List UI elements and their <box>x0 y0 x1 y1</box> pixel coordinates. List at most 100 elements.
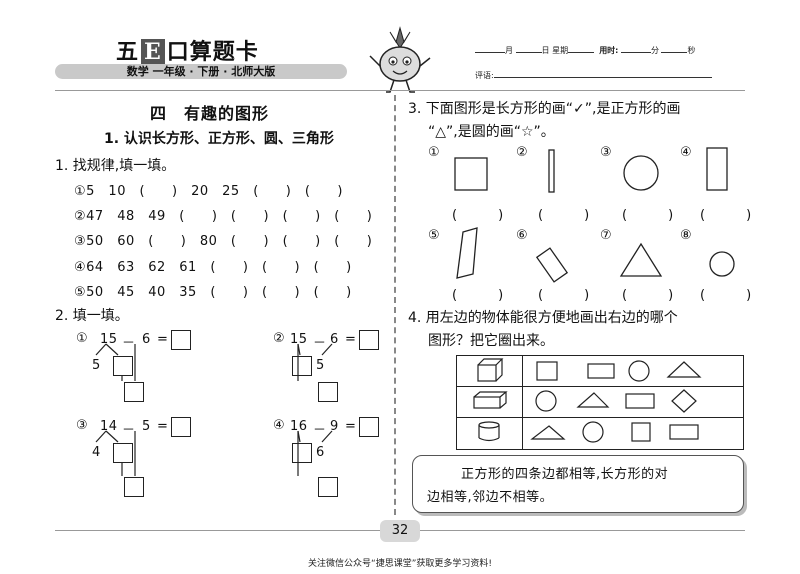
q2-p1-num: ① <box>76 331 89 346</box>
section-subtitle: 1. 认识长方形、正方形、圆、三角形 <box>104 131 334 147</box>
q2-p1-result-box[interactable] <box>124 382 144 402</box>
tip-line-2: 边相等,邻边不相等。 <box>427 490 554 505</box>
q3-shape-5-parallelogram <box>456 227 478 279</box>
q1-row-5[interactable]: ⑤50 45 40 35 ( ) ( ) ( ) <box>74 285 352 300</box>
q2-p1-a: 15 <box>100 332 118 347</box>
q4-r3-square <box>631 422 651 442</box>
title-e-badge: E <box>141 39 165 65</box>
eval-blank[interactable] <box>493 69 712 78</box>
q2-p3-a: 14 <box>100 419 118 434</box>
q2-p3-split-box[interactable] <box>113 443 133 463</box>
radish-mascot-icon <box>369 26 431 93</box>
q3-shape-2-thin-rect <box>548 149 555 193</box>
q2-p2-answer-box[interactable] <box>359 330 379 350</box>
q4-r2-rect <box>625 393 655 409</box>
q4-cuboid-icon <box>473 391 508 409</box>
q4-r1-square <box>536 361 558 381</box>
q3-label-8: ⑧ <box>680 228 693 243</box>
q3-label-2: ② <box>516 145 529 160</box>
tip-line-1: 正方形的四条边都相等,长方形的对 <box>461 467 669 482</box>
q2-p4-result-box[interactable] <box>318 477 338 497</box>
q4-table-shapes <box>473 358 702 443</box>
q3-shape-1-square <box>454 157 488 191</box>
q2-p2-hint: 5 <box>316 358 325 373</box>
q3-prompt-line2: “△”,是圆的画“☆”。 <box>428 124 555 140</box>
q2-p2-num: ② <box>273 331 286 346</box>
q3-blank-1[interactable]: ( ) <box>452 208 504 223</box>
minutes-blank[interactable] <box>620 44 651 53</box>
q3-label-6: ⑥ <box>516 228 529 243</box>
q2-p3-result-box[interactable] <box>124 477 144 497</box>
q4-r2-diamond <box>671 389 697 413</box>
q3-blank-7[interactable]: ( ) <box>622 288 674 303</box>
q3-label-1: ① <box>428 145 441 160</box>
q2-p4-b: 9 <box>330 419 339 434</box>
q4-r3-circle <box>582 421 604 443</box>
q3-blank-8[interactable]: ( ) <box>700 288 752 303</box>
q3-blank-6[interactable]: ( ) <box>538 288 590 303</box>
q3-blank-4[interactable]: ( ) <box>700 208 752 223</box>
q2-p2-eq: = <box>345 332 357 347</box>
q3-blank-3[interactable]: ( ) <box>622 208 674 223</box>
q2-p3-b: 5 <box>142 419 151 434</box>
q3-shape-4-rect <box>706 147 728 191</box>
q2-p4-op: － <box>313 423 327 438</box>
subject-bar: 数学 一年级 · 下册 · 北师大版 <box>55 64 347 79</box>
q3-label-3: ③ <box>600 145 613 160</box>
q4-prompt-line2: 图形？把它圈出来。 <box>428 333 554 349</box>
q2-p4-answer-box[interactable] <box>359 417 379 437</box>
q2-p3-hint: 4 <box>92 445 101 460</box>
q2-p3-op: － <box>122 423 136 438</box>
q1-row-1[interactable]: ①5 10 ( ) 20 25 ( ) ( ) <box>74 184 343 199</box>
q2-p2-b: 6 <box>330 332 339 347</box>
q2-p1-split-box[interactable] <box>113 356 133 376</box>
q3-label-4: ④ <box>680 145 693 160</box>
q4-r1-triangle <box>666 361 702 378</box>
q3-shape-3-circle <box>623 155 659 191</box>
q3-shapes <box>454 147 735 283</box>
q2-p2-result-box[interactable] <box>318 382 338 402</box>
section-title: 四 有趣的图形 <box>150 104 270 123</box>
q3-blank-5[interactable]: ( ) <box>452 288 504 303</box>
q1-row-3[interactable]: ③50 60 ( ) 80 ( ) ( ) ( ) <box>74 234 373 249</box>
seconds-blank[interactable] <box>661 44 688 53</box>
q2-p4-a: 16 <box>290 419 308 434</box>
q1-row-4[interactable]: ④64 63 62 61 ( ) ( ) ( ) <box>74 260 352 275</box>
q3-shape-6-tilted-rect <box>535 247 569 283</box>
q3-blank-2[interactable]: ( ) <box>538 208 590 223</box>
q2-p2-a: 15 <box>290 332 308 347</box>
q2-p1-op: － <box>122 336 136 351</box>
page-number: 32 <box>380 520 420 542</box>
q2-p2-op: － <box>313 336 327 351</box>
q4-cube-icon <box>477 358 504 382</box>
q4-r2-circle <box>535 390 557 412</box>
month-blank[interactable] <box>475 44 505 53</box>
q2-p1-answer-box[interactable] <box>171 330 191 350</box>
q2-p4-hint: 6 <box>316 445 325 460</box>
q3-label-5: ⑤ <box>428 228 441 243</box>
q2-p3-answer-box[interactable] <box>171 417 191 437</box>
q2-p4-eq: = <box>345 419 357 434</box>
q2-p1-lines <box>95 343 136 381</box>
q2-p2-lines <box>297 343 333 381</box>
q1-row-2[interactable]: ②47 48 49 ( ) ( ) ( ) ( ) <box>74 209 373 224</box>
q2-p2-split-box[interactable] <box>292 356 312 376</box>
q2-p3-lines <box>95 430 136 476</box>
eval-line: 评语: <box>475 69 712 81</box>
weekday-blank[interactable] <box>568 44 595 53</box>
q2-p4-split-box[interactable] <box>292 443 312 463</box>
q2-prompt: 2. 填一填。 <box>55 308 129 324</box>
q3-prompt-line1: 3. 下面图形是长方形的画“✓”,是正方形的画 <box>408 101 681 117</box>
q4-table <box>456 355 744 450</box>
q2-p1-eq: = <box>157 332 169 347</box>
q1-prompt: 1. 找规律,填一填。 <box>55 158 176 174</box>
q4-prompt-line1: 4. 用左边的物体能很方便地画出右边的哪个 <box>408 310 678 326</box>
q4-r1-rect <box>587 363 615 379</box>
q4-r3-triangle <box>530 425 566 440</box>
header-rule <box>55 90 745 91</box>
day-blank[interactable] <box>515 44 542 53</box>
q2-p4-lines <box>297 430 333 476</box>
q3-label-7: ⑦ <box>600 228 613 243</box>
q2-p1-hint: 5 <box>92 358 101 373</box>
